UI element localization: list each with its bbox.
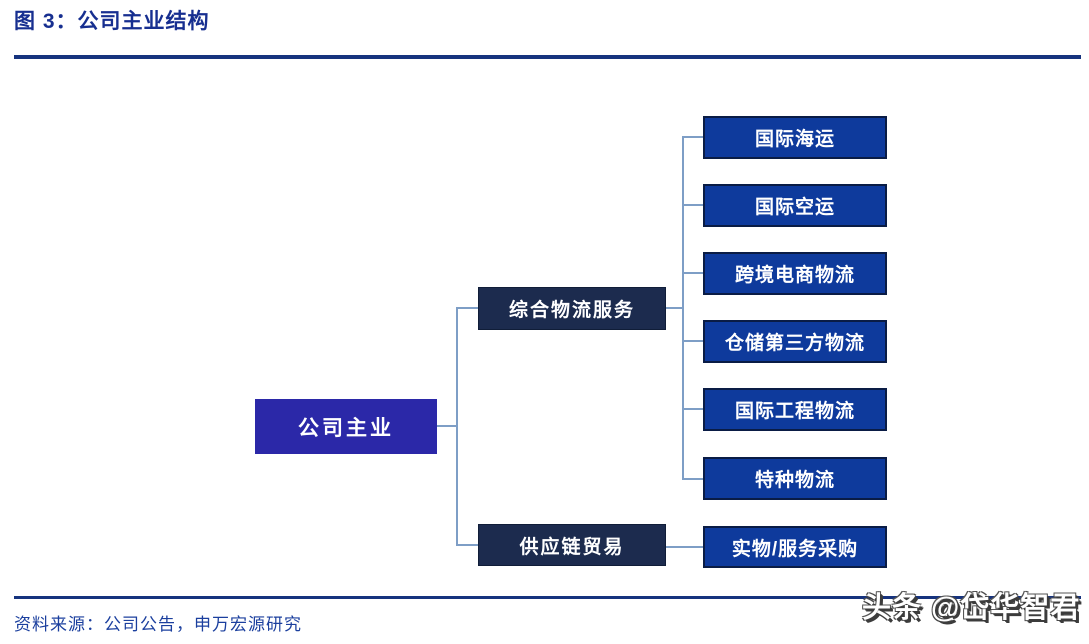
connector-branch1-stub xyxy=(456,544,478,546)
connector-left-vertical xyxy=(456,307,458,546)
node-leaf-international-ocean-freight: 国际海运 xyxy=(703,116,887,159)
connector-branch0-out-stub xyxy=(666,307,683,309)
connector-branch0-stub xyxy=(456,307,478,309)
connector-leaf3-stub xyxy=(682,340,703,342)
connector-leaf4-stub xyxy=(682,408,703,410)
connector-leaf5-stub xyxy=(682,478,703,480)
figure-title: 图 3：公司主业结构 xyxy=(14,10,210,33)
connector-leaf0-stub xyxy=(682,136,703,138)
node-branch-supply-chain-trade: 供应链贸易 xyxy=(478,524,666,566)
node-leaf-international-project-logistics: 国际工程物流 xyxy=(703,388,887,431)
node-leaf-international-air-freight: 国际空运 xyxy=(703,184,887,227)
node-leaf-crossborder-ecommerce-logistics: 跨境电商物流 xyxy=(703,252,887,295)
watermark: 头条 @岱华智君 xyxy=(862,592,1081,624)
node-branch-integrated-logistics: 综合物流服务 xyxy=(478,287,666,330)
connector-leaf2-stub xyxy=(682,272,703,274)
node-leaf-special-logistics: 特种物流 xyxy=(703,457,887,500)
node-company-main-business: 公司主业 xyxy=(255,399,437,454)
bottom-divider xyxy=(14,596,1081,599)
node-leaf-warehousing-3pl: 仓储第三方物流 xyxy=(703,320,887,363)
connector-root-stub xyxy=(437,425,457,427)
node-leaf-goods-services-procurement: 实物/服务采购 xyxy=(703,526,887,568)
top-divider xyxy=(14,55,1081,59)
source-note: 资料来源：公司公告，申万宏源研究 xyxy=(14,615,302,634)
connector-leaf1-stub xyxy=(682,204,703,206)
connector-branch1-to-leaf xyxy=(666,546,703,548)
connector-right-vertical xyxy=(682,136,684,480)
